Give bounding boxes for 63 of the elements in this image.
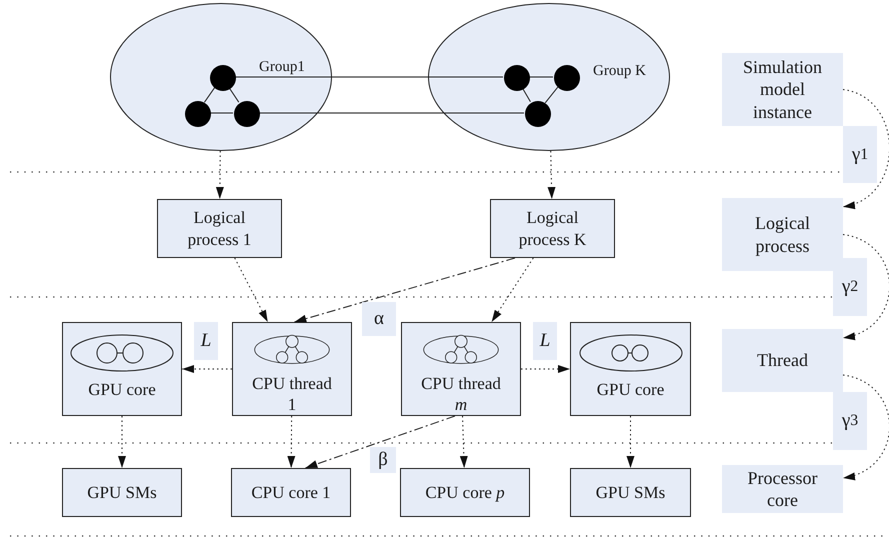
arrow — [294, 258, 516, 322]
box-label: CPU core p — [424, 482, 506, 504]
arrow — [491, 258, 534, 322]
graph-node-dot — [234, 101, 260, 127]
graph-node-dot — [185, 101, 211, 127]
level-box — [722, 465, 843, 513]
box-label: GPU SMs — [86, 482, 158, 504]
box-label: Thread — [756, 349, 809, 372]
edge-label: L — [533, 322, 557, 360]
arrow — [216, 150, 224, 200]
arrow — [842, 234, 889, 339]
edge-label: β — [370, 447, 396, 473]
arrow — [304, 416, 456, 468]
box-label: GPU SMs — [594, 482, 666, 504]
connector-line — [204, 87, 216, 103]
process-box — [401, 322, 521, 416]
connector-line — [522, 88, 531, 102]
graph-node-dot — [504, 65, 530, 91]
process-box — [62, 468, 182, 517]
group-label: Group K — [593, 63, 646, 80]
arrow — [842, 89, 889, 208]
arrow — [460, 416, 468, 468]
arrow — [234, 258, 268, 322]
connector-line — [210, 112, 234, 114]
box-label: Logical process 1 — [186, 207, 252, 250]
level-box — [722, 198, 843, 271]
process-box — [157, 199, 282, 258]
level-box — [722, 329, 843, 392]
arrow — [287, 416, 296, 468]
process-box — [490, 199, 615, 258]
connector-line — [258, 112, 524, 114]
box-label: Simulation model instance — [742, 56, 823, 124]
process-box — [400, 468, 530, 517]
arrow — [548, 150, 556, 200]
graph-node-dot — [210, 65, 236, 91]
box-label: Processor core — [746, 466, 818, 512]
process-box — [232, 322, 352, 416]
arrow — [118, 416, 126, 468]
process-box — [570, 322, 691, 416]
arrow — [626, 416, 634, 468]
arrow — [182, 365, 232, 373]
box-label: Logical process — [754, 212, 811, 257]
graph-node-dot — [525, 101, 551, 127]
box-label: GPU core — [596, 379, 666, 400]
process-box — [62, 322, 182, 416]
group-label: Group1 — [259, 59, 305, 76]
arrow — [520, 365, 570, 373]
connector-line — [544, 86, 558, 104]
box-label: CPU core 1 — [250, 482, 332, 504]
graph-node-dot — [554, 65, 580, 91]
box-label: GPU core — [87, 379, 157, 400]
level-box — [722, 53, 843, 126]
box-label: CPU thread 1 — [251, 372, 333, 415]
process-box — [231, 468, 351, 517]
connector-line — [234, 76, 504, 78]
edge-label: L — [194, 322, 218, 360]
box-label: Logical process K — [518, 207, 588, 250]
connector-line — [528, 76, 554, 78]
connector-line — [228, 87, 240, 103]
process-box — [570, 468, 691, 517]
box-label: CPU thread m — [420, 372, 502, 415]
arrow — [842, 374, 889, 479]
edge-label: α — [362, 302, 396, 336]
